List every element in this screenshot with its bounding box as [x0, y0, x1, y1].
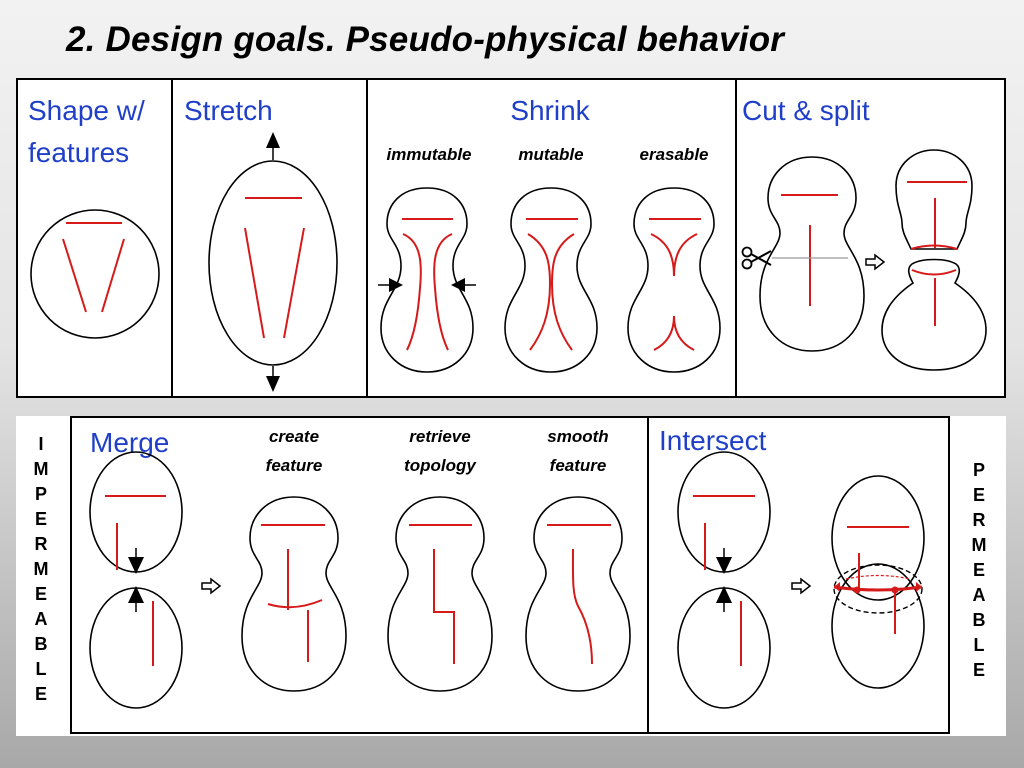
svg-text:A: A — [973, 585, 986, 605]
erasable-label: erasable — [640, 145, 709, 164]
cut-shape-before — [759, 156, 865, 352]
slide-title: 2. Design goals. Pseudo-physical behavio… — [66, 20, 785, 59]
hollow-arrow-right-icon — [791, 577, 812, 595]
merge-create-feature — [241, 496, 347, 692]
svg-text:E: E — [35, 584, 47, 604]
impermeable-label: I M P E R M E A B L E — [34, 434, 49, 704]
svg-text:M: M — [34, 459, 49, 479]
hollow-arrow-right-icon — [201, 577, 222, 595]
immutable-label: immutable — [386, 145, 471, 164]
merge-up-arrow — [128, 586, 144, 603]
shape-heading-line2: features — [28, 137, 129, 168]
scissors-icon — [741, 246, 772, 270]
shape-heading-line1: Shape w/ — [28, 95, 145, 126]
top-diagram: Shape w/ features Stretch Shrink Cut & s… — [16, 78, 1006, 398]
retrieve-label-line1: retrieve — [409, 427, 470, 446]
svg-text:R: R — [35, 534, 48, 554]
bottom-frame — [70, 416, 950, 734]
merge-retrieve-topology — [387, 496, 493, 692]
intersection-region — [833, 564, 923, 614]
shape-with-features — [30, 209, 160, 339]
intersect-heading: Intersect — [659, 425, 767, 456]
svg-text:P: P — [973, 460, 985, 480]
top-frame — [16, 78, 1006, 398]
svg-text:E: E — [973, 660, 985, 680]
svg-text:E: E — [973, 560, 985, 580]
svg-text:M: M — [34, 559, 49, 579]
mutable-label: mutable — [518, 145, 583, 164]
shrink-mutable — [504, 187, 598, 373]
shrink-right-arrow — [451, 278, 465, 292]
bottom-diagram: Merge Intersect create feature retrieve … — [34, 416, 987, 734]
intersect-result — [831, 475, 925, 689]
stretch-up-arrow — [266, 132, 280, 148]
svg-text:E: E — [973, 485, 985, 505]
shrink-immutable — [378, 187, 476, 373]
intersect-source-shapes — [677, 451, 771, 709]
svg-text:L: L — [974, 635, 985, 655]
svg-text:B: B — [973, 610, 986, 630]
hollow-arrow-right-icon — [865, 253, 886, 271]
svg-text:E: E — [35, 509, 47, 529]
shrink-left-arrow — [389, 278, 403, 292]
create-label-line1: create — [269, 427, 319, 446]
permeable-label: P E R M E A B L E — [972, 460, 987, 680]
smooth-label-line1: smooth — [547, 427, 608, 446]
intersect-down-arrow — [716, 557, 732, 574]
top-panel: Shape w/ features Stretch Shrink Cut & s… — [16, 78, 1006, 398]
svg-text:B: B — [35, 634, 48, 654]
merge-down-arrow — [128, 557, 144, 574]
svg-text:L: L — [36, 659, 47, 679]
stretch-shape — [208, 132, 338, 392]
create-label-line2: feature — [266, 456, 323, 475]
stretch-down-arrow — [266, 376, 280, 392]
svg-text:R: R — [973, 510, 986, 530]
intersect-up-arrow — [716, 586, 732, 603]
svg-text:P: P — [35, 484, 47, 504]
cut-shape-top-part — [895, 149, 973, 250]
svg-text:I: I — [38, 434, 43, 454]
merge-source-shapes — [89, 451, 183, 709]
merge-smooth-feature — [525, 496, 631, 692]
svg-text:M: M — [972, 535, 987, 555]
retrieve-label-line2: topology — [404, 456, 477, 475]
smooth-label-line2: feature — [550, 456, 607, 475]
shrink-erasable — [627, 187, 721, 373]
stretch-heading: Stretch — [184, 95, 273, 126]
cut-shape-bottom-part — [881, 258, 987, 371]
shrink-heading: Shrink — [510, 95, 590, 126]
bottom-panel: Merge Intersect create feature retrieve … — [16, 416, 1006, 736]
svg-text:E: E — [35, 684, 47, 704]
merge-heading: Merge — [90, 427, 169, 458]
svg-text:A: A — [35, 609, 48, 629]
cut-split-heading: Cut & split — [742, 95, 870, 126]
